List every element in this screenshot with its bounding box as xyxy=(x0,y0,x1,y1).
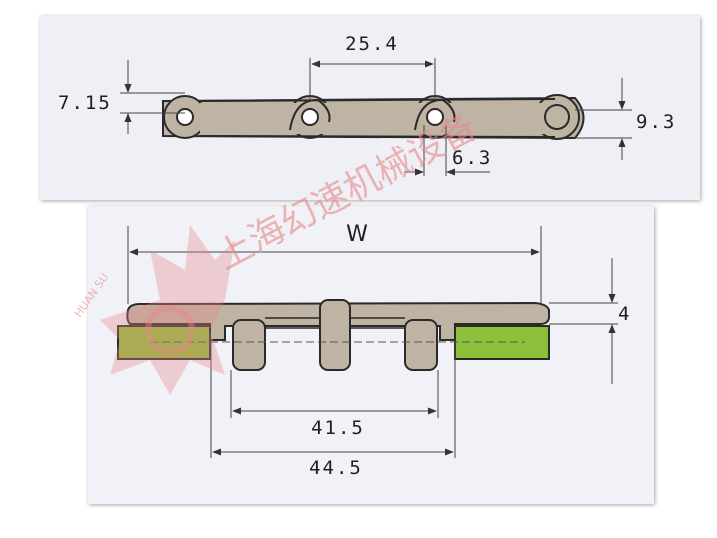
width-label: W xyxy=(346,222,368,247)
pitch-dimension: 25.4 xyxy=(309,33,436,100)
inner-span-label: 41.5 xyxy=(311,417,365,439)
inner-span-dimension: 41.5 xyxy=(230,370,439,439)
watermark-en: HUAN SU xyxy=(72,271,112,320)
width-dimension: W xyxy=(127,222,542,304)
plate-thickness-dimension: 7.15 xyxy=(58,60,185,134)
pitch-label: 25.4 xyxy=(345,33,399,55)
top-height-label: 4 xyxy=(618,303,631,325)
pin-offset-label: 6.3 xyxy=(452,147,492,169)
top-height-dimension: 4 xyxy=(549,258,631,384)
pin-offset-dimension: 6.3 xyxy=(404,125,492,176)
chain-side-view xyxy=(162,94,585,140)
plate-thickness-label: 7.15 xyxy=(58,92,112,114)
outer-span-label: 44.5 xyxy=(309,457,363,479)
roller-diameter-label: 9.3 xyxy=(636,111,676,133)
outer-span-dimension: 44.5 xyxy=(210,340,456,479)
chain-cross-section xyxy=(117,299,550,371)
roller-diameter-dimension: 9.3 xyxy=(575,78,676,160)
